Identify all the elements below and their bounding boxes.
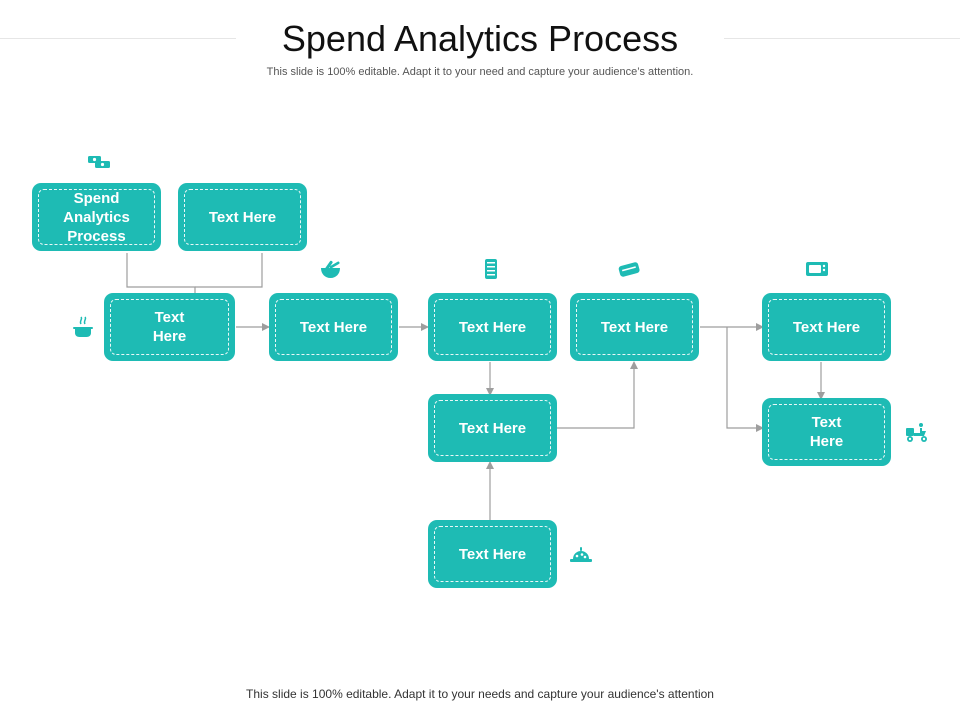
connector-topright-to-left [195, 253, 263, 288]
page-footer: This slide is 100% editable. Adapt it to… [246, 687, 714, 701]
connector-spend-to-left [126, 253, 196, 294]
node-spend-analytics-process: Spend Analytics Process [32, 183, 161, 251]
node-middle: Text Here [428, 394, 557, 462]
wallet-icon [618, 262, 640, 277]
title-rule-left [0, 38, 236, 39]
bowl-icon [321, 260, 340, 278]
food-tray-icon [570, 547, 592, 562]
page-subtitle: This slide is 100% editable. Adapt it to… [266, 66, 694, 78]
node-lower-right: Text Here [762, 398, 891, 466]
connector-middle-to-fourth [557, 361, 638, 429]
node-center: Text Here [428, 293, 557, 361]
node-far-right: Text Here [762, 293, 891, 361]
title-rule-right [724, 38, 960, 39]
server-rack-icon [485, 259, 497, 279]
money-icon [88, 156, 110, 168]
node-second: Text Here [269, 293, 398, 361]
connector-fourth-to-lowerright [726, 327, 764, 432]
microwave-icon [806, 262, 828, 276]
delivery-scooter-icon [906, 423, 927, 442]
page-title: Spend Analytics Process [281, 18, 679, 59]
node-left: Text Here [104, 293, 235, 361]
node-bottom: Text Here [428, 520, 557, 588]
node-fourth: Text Here [570, 293, 699, 361]
node-top-right: Text Here [178, 183, 307, 251]
cooking-pot-icon [73, 316, 93, 337]
